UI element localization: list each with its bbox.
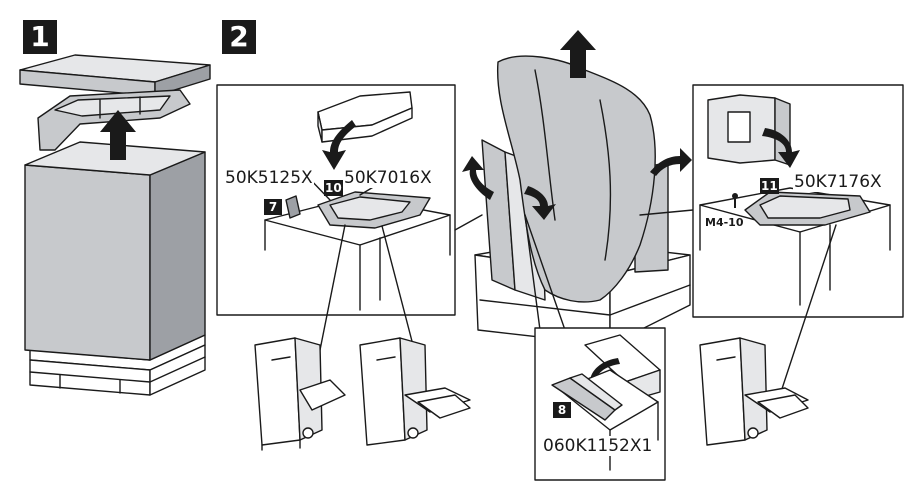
curved-arrow-bag-left bbox=[462, 156, 494, 200]
step1-boxed-machine bbox=[19, 54, 211, 396]
finisher-unit-c bbox=[699, 337, 809, 446]
curved-arrow-right-box bbox=[762, 128, 800, 168]
step-2-badge: 2 bbox=[222, 20, 256, 54]
curved-arrow-bag-right bbox=[650, 148, 692, 176]
curved-arrow-left-box bbox=[322, 120, 356, 170]
callout-7: 7 bbox=[264, 199, 282, 215]
plastic-bag-cover bbox=[496, 55, 656, 303]
finisher-unit-b bbox=[359, 337, 471, 446]
callout-8: 8 bbox=[553, 402, 571, 418]
part-label-50K5125X: 50K5125X bbox=[224, 168, 314, 188]
small-part-7 bbox=[285, 195, 301, 219]
finisher-unit-a bbox=[254, 337, 346, 451]
shipping-box bbox=[24, 141, 206, 361]
callout-10: 10 bbox=[324, 180, 343, 196]
box-lid bbox=[19, 54, 211, 97]
part-label-50K7016X: 50K7016X bbox=[343, 168, 433, 188]
detail-box-right bbox=[692, 84, 904, 411]
screw-size-label: M4-10 bbox=[705, 216, 744, 229]
lift-arrow-1 bbox=[100, 110, 136, 160]
part-label-060K1152X1: 060K1152X1 bbox=[542, 436, 654, 456]
part-label-50K7176X: 50K7176X bbox=[793, 172, 883, 192]
screw-icon bbox=[732, 193, 738, 208]
pallet-1 bbox=[29, 334, 206, 396]
lift-arrow-bag bbox=[560, 30, 596, 78]
step-1-badge: 1 bbox=[23, 20, 57, 54]
covered-machine-center bbox=[454, 30, 694, 346]
curved-arrow-bag-center bbox=[524, 186, 556, 220]
callout-11: 11 bbox=[760, 178, 779, 194]
detail-box-left bbox=[216, 84, 456, 373]
